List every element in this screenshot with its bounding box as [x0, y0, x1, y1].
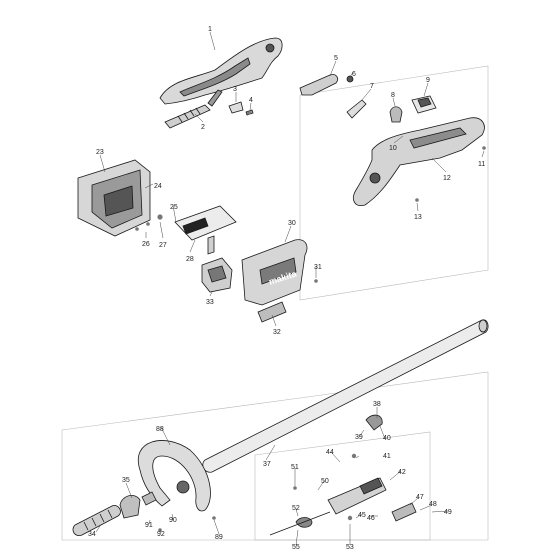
callout-label: 40 [383, 435, 391, 442]
callout-label: 12 [443, 175, 451, 182]
frame-coupling-group [254, 431, 431, 541]
callout-label: 45 [358, 512, 366, 519]
drive-shaft-part [202, 319, 489, 473]
callout-label: 48 [429, 501, 437, 508]
callout-label: 44 [326, 449, 334, 456]
callout-label: 1 [208, 26, 212, 33]
callout-label: 90 [169, 517, 177, 524]
callout-label: 55 [292, 544, 300, 551]
callout-label: 28 [186, 256, 194, 263]
callout-label: 23 [96, 149, 104, 156]
callout-label: 8 [391, 92, 395, 99]
callout-label: 10 [389, 145, 397, 152]
callout-label: 39 [355, 434, 363, 441]
callout-label: 13 [414, 214, 422, 221]
callout-label: 52 [292, 505, 300, 512]
callout-label: 88 [156, 426, 164, 433]
loop-handle-part [137, 440, 211, 512]
callout-label: 2 [201, 124, 205, 131]
callout-label: 24 [154, 183, 162, 190]
callout-label: 37 [263, 461, 271, 468]
terminal-plate-part [174, 205, 237, 255]
callout-label: 46 [367, 515, 375, 522]
callout-label: 49 [444, 509, 452, 516]
callout-label: 9 [426, 77, 430, 84]
callout-label: 33 [206, 299, 214, 306]
callout-label: 25 [170, 204, 178, 211]
leader-lines [95, 31, 485, 546]
callout-label: 35 [122, 477, 130, 484]
callout-label: 30 [288, 220, 296, 227]
callout-label: 26 [142, 241, 150, 248]
callout-label: 31 [314, 264, 322, 271]
shaft-coupling-part [269, 414, 417, 536]
callout-label: 38 [373, 401, 381, 408]
callout-label: 41 [383, 453, 391, 460]
cord-grip-part [164, 89, 223, 129]
trigger-lever-part [299, 74, 437, 123]
callout-label: 91 [145, 522, 153, 529]
frame-handle-group [299, 65, 489, 301]
callout-label: 32 [273, 329, 281, 336]
callout-label: 11 [478, 161, 485, 168]
frame-shaft-group [61, 371, 489, 541]
callout-label: 42 [398, 469, 406, 476]
callout-label: 51 [291, 464, 299, 471]
switch-block-part [201, 257, 233, 293]
callout-label: 5 [334, 55, 338, 62]
callout-label: 53 [346, 544, 354, 551]
rear-handle-part [353, 117, 485, 207]
callout-label: 92 [157, 531, 165, 538]
callout-labels: 1 2 3 4 5 6 7 8 9 10 11 12 13 23 24 25 2… [88, 26, 485, 551]
housing-half-part [159, 37, 283, 105]
motor-housing-part [77, 159, 151, 237]
callout-label: 4 [249, 97, 253, 104]
callout-label: 6 [352, 71, 356, 78]
front-grip-part [72, 491, 157, 537]
callout-label: 27 [159, 242, 167, 249]
callout-label: 3 [233, 86, 237, 93]
callout-label: 89 [215, 534, 223, 541]
callout-label: 34 [88, 531, 96, 538]
callout-label: 50 [321, 478, 329, 485]
screw-parts [135, 111, 486, 532]
callout-label: 7 [370, 83, 374, 90]
callout-label: 47 [416, 494, 424, 501]
battery-cover-part [241, 239, 308, 323]
